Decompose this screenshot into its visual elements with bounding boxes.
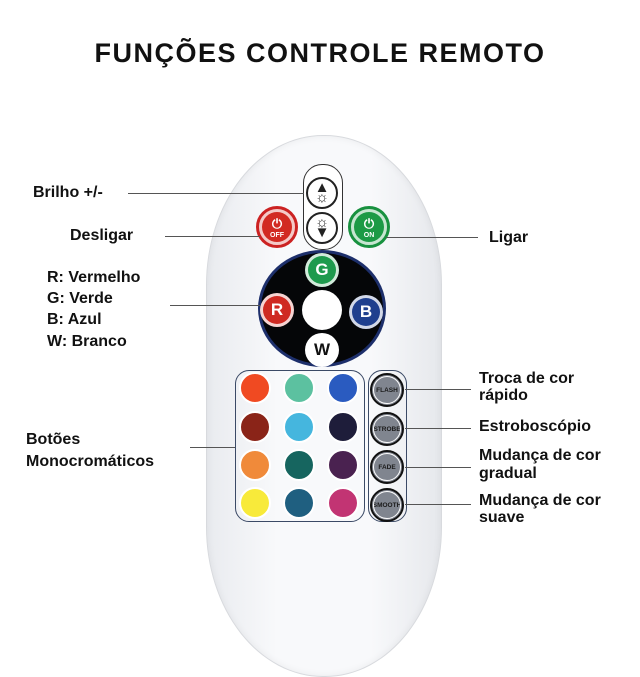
color-button[interactable] (327, 487, 359, 519)
leader-line (386, 237, 478, 238)
leader-line (165, 236, 260, 237)
color-button[interactable] (283, 372, 315, 404)
page-title: FUNÇÕES CONTROLE REMOTO (94, 38, 546, 68)
power-icon: ⏻ (363, 215, 375, 231)
white-label: W: Branco (47, 333, 127, 350)
off-label: Desligar (70, 227, 134, 244)
color-button[interactable] (239, 372, 271, 404)
smooth-button[interactable]: SMOOTH (370, 488, 404, 522)
sun-icon: ☼ (315, 189, 329, 206)
leader-line (405, 389, 471, 390)
mono-label-1: Botões (26, 431, 81, 448)
brightness-up-button[interactable]: ▲☼ (306, 177, 338, 209)
strobe-button[interactable]: STROBE (370, 412, 404, 446)
leader-line (405, 467, 471, 468)
arrow-down-icon: ▼ (314, 224, 330, 241)
color-button[interactable] (239, 449, 271, 481)
strobe-label: Estroboscópio (479, 418, 592, 435)
off-text: OFF (270, 231, 284, 239)
color-button[interactable] (327, 372, 359, 404)
green-label: G: Verde (47, 290, 113, 307)
color-button[interactable] (283, 487, 315, 519)
color-button[interactable] (327, 449, 359, 481)
mono-label-2: Monocromáticos (26, 453, 155, 470)
off-button[interactable]: ⏻OFF (256, 206, 298, 248)
fade-button[interactable]: FADE (370, 450, 404, 484)
on-button[interactable]: ⏻ON (348, 206, 390, 248)
leader-line (170, 305, 260, 306)
leader-line (405, 504, 471, 505)
green-button[interactable]: G (305, 253, 339, 287)
fade-label-2: gradual (479, 465, 537, 482)
leader-line (128, 193, 304, 194)
red-label: R: Vermelho (47, 269, 141, 286)
color-button[interactable] (283, 449, 315, 481)
red-button[interactable]: R (260, 293, 294, 327)
brightness-label: Brilho +/- (33, 184, 103, 201)
flash-label-2: rápido (479, 387, 528, 404)
color-button[interactable] (327, 411, 359, 443)
fade-label-1: Mudança de cor (479, 447, 601, 464)
brightness-down-button[interactable]: ☼▼ (306, 212, 338, 244)
flash-button[interactable]: FLASH (370, 373, 404, 407)
power-icon: ⏻ (271, 215, 283, 231)
color-button[interactable] (239, 411, 271, 443)
blue-label: B: Azul (47, 311, 102, 328)
leader-line (190, 447, 235, 448)
smooth-label-2: suave (479, 509, 525, 526)
color-buttons-panel (235, 370, 365, 522)
white-center-button[interactable] (302, 290, 342, 330)
arrow-up-icon: ▲ (314, 179, 330, 196)
color-button[interactable] (283, 411, 315, 443)
on-text: ON (363, 231, 375, 239)
smooth-label-1: Mudança de cor (479, 492, 601, 509)
white-button[interactable]: W (305, 333, 339, 367)
flash-label-1: Troca de cor (479, 370, 575, 387)
color-button[interactable] (239, 487, 271, 519)
leader-line (405, 428, 471, 429)
on-label: Ligar (489, 229, 529, 246)
sun-icon: ☼ (315, 214, 329, 231)
blue-button[interactable]: B (349, 295, 383, 329)
